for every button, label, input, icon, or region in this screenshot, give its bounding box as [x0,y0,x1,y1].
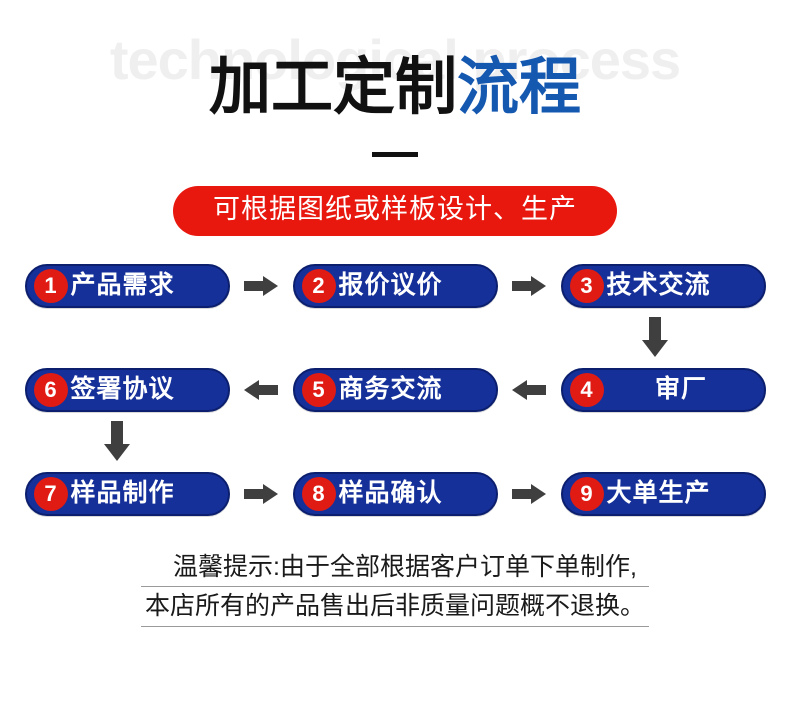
arrow-right-icon [244,483,278,504]
step-number-badge: 8 [301,476,336,511]
flow-step-2[interactable]: 2 报价议价 [292,263,498,308]
flow-step-8[interactable]: 8 样品确认 [292,471,498,516]
step-label: 产品需求 [70,271,175,300]
connector-2-3 [498,275,561,296]
step-number-badge: 2 [301,268,336,303]
watermark-text: technological process [109,28,681,91]
arrow-left-icon [244,379,278,400]
banner-container: 可根据图纸或样板设计、生产 [0,186,790,236]
step-number-badge: 3 [569,268,604,303]
arrow-left-icon [512,379,546,400]
step-label: 报价议价 [338,271,443,300]
step-number-badge: 7 [33,476,68,511]
arrow-down-icon [642,316,668,357]
flow-step-7[interactable]: 7 样品制作 [24,471,230,516]
footer-note: 温馨提示:由于全部根据客户订单下单制作, 本店所有的产品售出后非质量问题概不退换… [0,548,790,628]
step-number-badge: 5 [301,372,336,407]
connector-5-6 [230,379,293,400]
step-label: 样品制作 [70,479,175,508]
flow-step-5[interactable]: 5 商务交流 [292,367,498,412]
step-number-badge: 4 [569,372,604,407]
flow-row-1: 1 产品需求 2 报价议价 3 技术交流 [0,260,790,312]
flow-step-1[interactable]: 1 产品需求 [24,263,230,308]
connector-6-7 [0,416,790,468]
flow-step-3[interactable]: 3 技术交流 [560,263,766,308]
connector-8-9 [498,483,561,504]
title-divider [372,152,418,157]
connector-7-8 [230,483,293,504]
step-label: 签署协议 [70,375,175,404]
arrow-right-icon [512,483,546,504]
step-label: 技术交流 [606,271,711,300]
arrow-right-icon [512,275,546,296]
page-header: technological process 加工定制流程 [0,0,790,180]
connector-1-2 [230,275,293,296]
flow-row-3: 7 样品制作 8 样品确认 9 大单生产 [0,468,790,520]
step-label: 样品确认 [338,479,443,508]
flow-step-6[interactable]: 6 签署协议 [24,367,230,412]
step-label: 大单生产 [606,479,711,508]
note-line-1: 温馨提示:由于全部根据客户订单下单制作, [141,548,649,588]
page-title: 加工定制流程 [0,55,790,120]
flow-step-4[interactable]: 4 审厂 [560,367,766,412]
arrow-down-icon [104,420,130,461]
step-label: 审厂 [654,375,707,404]
step-label: 商务交流 [338,375,443,404]
process-flow: 1 产品需求 2 报价议价 3 技术交流 6 签署协议 5 [0,260,790,520]
connector-3-4 [0,312,790,364]
step-number-badge: 1 [33,268,68,303]
arrow-right-icon [244,275,278,296]
step-number-badge: 9 [569,476,604,511]
connector-4-5 [498,379,561,400]
note-line-2: 本店所有的产品售出后非质量问题概不退换。 [141,587,649,628]
subtitle-banner: 可根据图纸或样板设计、生产 [173,186,617,236]
page-title-main: 加工定制 [208,53,457,122]
flow-row-2: 6 签署协议 5 商务交流 4 审厂 [0,364,790,416]
flow-step-9[interactable]: 9 大单生产 [560,471,766,516]
page-title-accent: 流程 [457,53,582,122]
step-number-badge: 6 [33,372,68,407]
